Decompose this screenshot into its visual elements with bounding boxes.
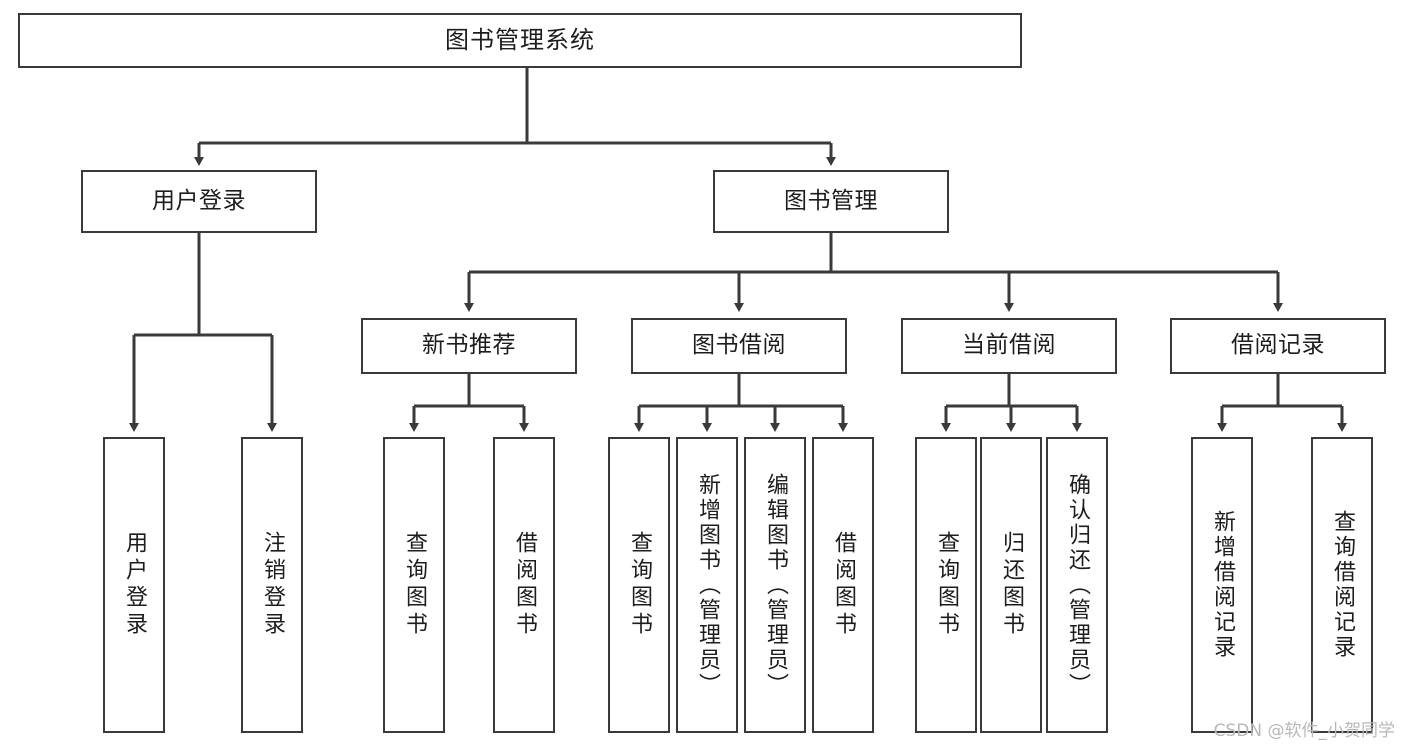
leaf-user-login[interactable]: 用户登录 [103,437,165,733]
node-label: 查询图书 [402,531,427,639]
leaf-query-book-current[interactable]: 查询图书 [915,437,977,733]
node-label: 借阅图书 [512,531,537,639]
node-label: 用户登录 [122,531,147,639]
node-new-book-recommend[interactable]: 新书推荐 [361,318,577,374]
node-label: 新增借阅记录 [1210,510,1235,660]
node-book-management[interactable]: 图书管理 [713,170,949,233]
node-label: 当前借阅 [962,332,1056,359]
node-label: 图书管理系统 [445,26,595,55]
node-label: 借阅图书 [831,531,856,639]
node-label: 新书推荐 [422,332,516,359]
leaf-confirm-return-admin[interactable]: 确认归还（管理员） [1046,437,1108,733]
leaf-add-book-admin[interactable]: 新增图书（管理员） [676,437,738,733]
node-label: 注销登录 [260,531,285,639]
node-label: 查询图书 [934,531,959,639]
leaf-query-borrow-record[interactable]: 查询借阅记录 [1311,437,1373,733]
node-label: 图书管理 [784,187,878,214]
node-label: 借阅记录 [1231,332,1325,359]
leaf-query-book-recommend[interactable]: 查询图书 [383,437,445,733]
node-label: 图书借阅 [692,332,786,359]
leaf-borrow-book[interactable]: 借阅图书 [812,437,874,733]
node-label: 用户登录 [152,187,246,214]
node-root-library-system[interactable]: 图书管理系统 [18,13,1022,68]
leaf-edit-book-admin[interactable]: 编辑图书（管理员） [744,437,806,733]
node-borrow-record[interactable]: 借阅记录 [1170,318,1386,374]
leaf-borrow-book-recommend[interactable]: 借阅图书 [493,437,555,733]
node-label: 确认归还（管理员） [1065,472,1090,698]
node-current-borrow[interactable]: 当前借阅 [901,318,1117,374]
node-label: 查询借阅记录 [1330,510,1355,660]
leaf-return-book[interactable]: 归还图书 [980,437,1042,733]
leaf-query-book-borrow[interactable]: 查询图书 [608,437,670,733]
node-label: 归还图书 [999,531,1024,639]
csdn-watermark: CSDN @软件_小贺同学 [1213,721,1395,741]
node-label: 新增图书（管理员） [695,472,720,698]
leaf-add-borrow-record[interactable]: 新增借阅记录 [1191,437,1253,733]
leaf-logout[interactable]: 注销登录 [241,437,303,733]
node-label: 查询图书 [627,531,652,639]
node-book-borrow[interactable]: 图书借阅 [631,318,847,374]
node-user-login[interactable]: 用户登录 [81,170,317,233]
node-label: 编辑图书（管理员） [763,472,788,698]
